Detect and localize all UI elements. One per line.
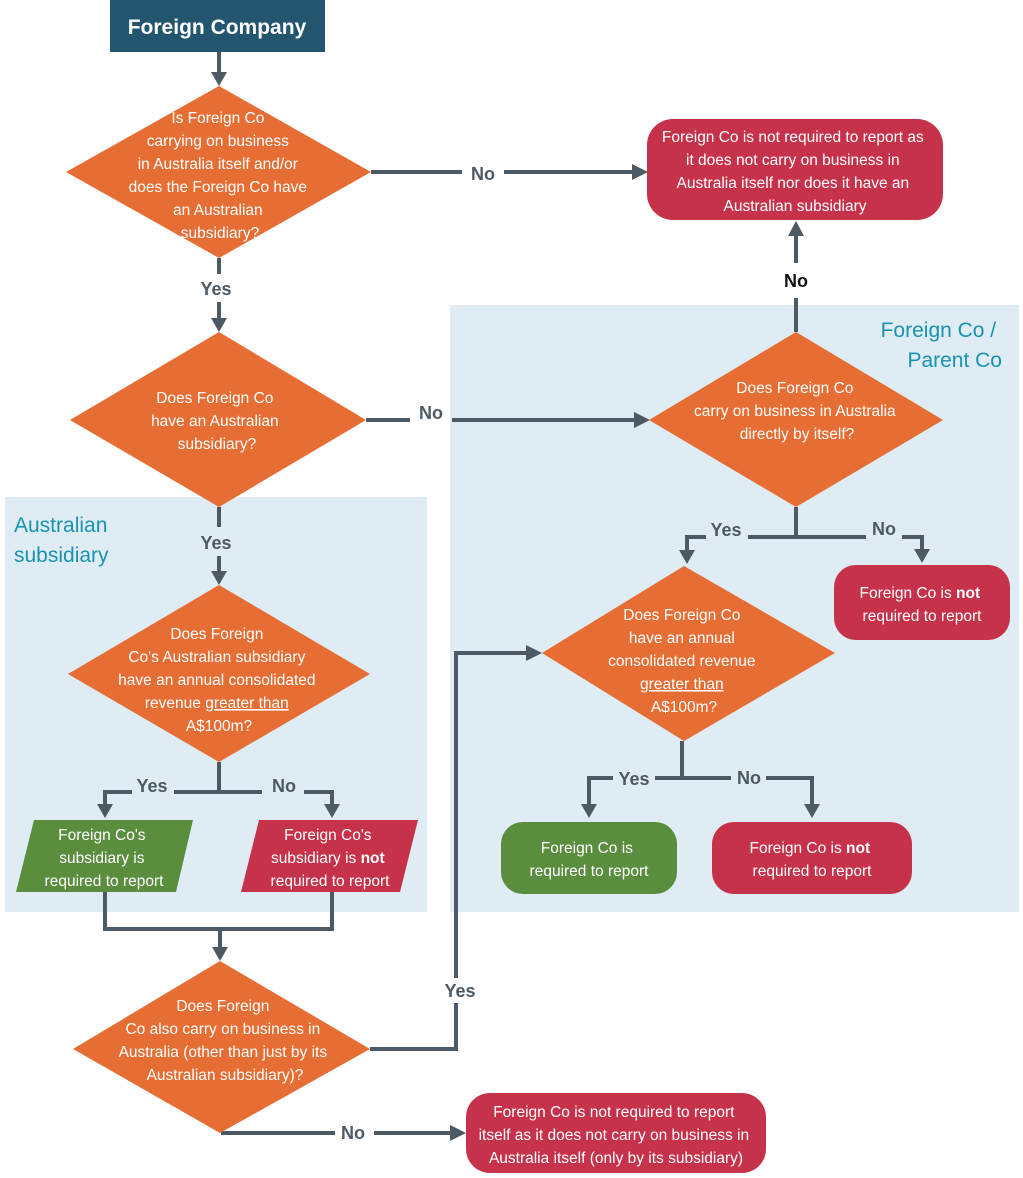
outcome-not-required-no-presence: Foreign Co is not required to report as … [647,119,943,220]
label-d5-yes: Yes [710,520,741,540]
decision-d2: Does Foreign Co have an Australian subsi… [70,332,366,507]
svg-text:Is Foreign Co carrying o: Is Foreign Co carrying on business in Au… [129,110,312,242]
svg-text:Foreign Co is not requir: Foreign Co is not required to report [750,840,875,880]
d3-revenue-line: revenue greater than [145,695,289,712]
svg-text:Does Foreign Co's Austra: Does Foreign Co's Australian subsidiary … [118,626,320,735]
svg-text:Does Foreign Co also car: Does Foreign Co also carry on business i… [119,998,332,1084]
label-d3-yes: Yes [136,776,167,796]
label-d6-no: No [737,768,761,788]
label-d3-no: No [272,776,296,796]
label-d5-no-up: No [784,271,808,291]
svg-text:Does Foreign Co have an: Does Foreign Co have an annual consolida… [608,607,760,716]
outcome-subsidiary-not-required: Foreign Co's subsidiary is not required … [241,820,418,892]
region-label-australian-subsidiary: Australian subsidiary [14,514,113,567]
outcome-not-required-only-subsidiary: Foreign Co is not required to report its… [466,1093,766,1173]
outcome-d6-not-required: Foreign Co is not required to report [712,822,912,894]
svg-text:Foreign Co's subsidiary: Foreign Co's subsidiary is not required … [271,827,391,890]
svg-text:Foreign Co's subsidiary: Foreign Co's subsidiary is required to r… [45,827,165,890]
svg-text:Does Foreign Co have an: Does Foreign Co have an Australian subsi… [151,390,283,453]
start-node-foreign-company: Foreign Company [110,0,325,52]
connectors [97,52,930,1141]
svg-text:Does Foreign Co carry on: Does Foreign Co carry on business in Aus… [694,380,900,443]
label-d4-no: No [341,1123,365,1143]
svg-text:Foreign Co is not required to: Foreign Co is not required to report as … [662,129,928,215]
decision-d3: Does Foreign Co's Australian subsidiary … [68,585,370,762]
label-d2-no: No [419,403,443,423]
svg-text:Foreign Co is not required to: Foreign Co is not required to report its… [479,1104,754,1167]
outcome-subsidiary-required: Foreign Co's subsidiary is required to r… [16,820,193,892]
decision-d1: Is Foreign Co carrying on business in Au… [66,86,371,258]
decision-d5: Does Foreign Co carry on business in Aus… [649,332,943,507]
label-d4-yes: Yes [444,981,475,1001]
svg-text:Foreign Co is not requir: Foreign Co is not required to report [860,585,985,625]
o-d5-no-line1: Foreign Co is not [860,585,981,602]
label-d2-yes: Yes [200,533,231,553]
o-sub-no-line2: subsidiary is not [271,850,385,867]
label-d1-no: No [471,164,495,184]
label-d5-no: No [872,519,896,539]
outcome-d5-not-required: Foreign Co is not required to report [834,565,1010,640]
label-d1-yes: Yes [200,279,231,299]
svg-text:Foreign Co is required t: Foreign Co is required to report [530,840,650,880]
decision-d6: Does Foreign Co have an annual consolida… [542,566,835,741]
label-d6-yes: Yes [618,769,649,789]
region-label-parent-co: Foreign Co / Parent Co [881,319,1002,372]
outcome-d6-required: Foreign Co is required to report [501,822,677,894]
svg-text:Foreign Company: Foreign Company [128,16,307,39]
o-d6-no-line1: Foreign Co is not [750,840,871,857]
decision-d4: Does Foreign Co also carry on business i… [73,961,370,1133]
